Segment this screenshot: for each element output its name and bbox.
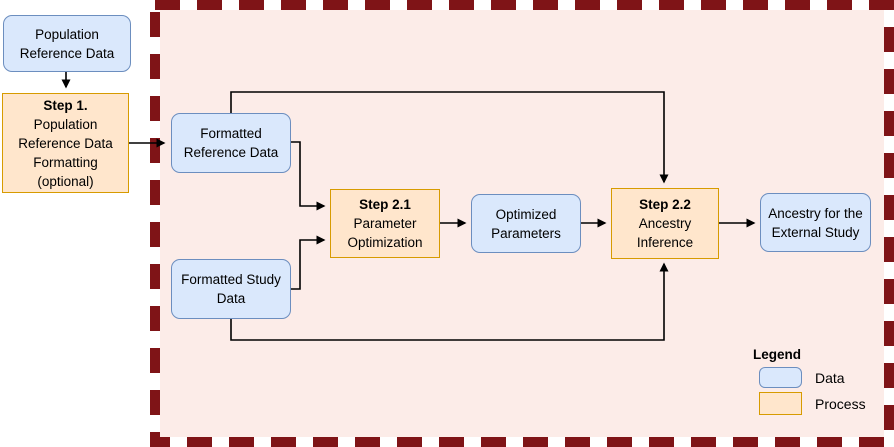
node-step-2-1: Step 2.1 Parameter Optimization (330, 189, 440, 258)
legend-item-data: Data (753, 367, 866, 388)
step-1-title: Step 1. (43, 97, 88, 113)
node-step-1: Step 1. Population Reference Data Format… (2, 93, 129, 193)
edge-formatted-reference-to-step21 (291, 141, 326, 211)
node-formatted-reference-data: Formatted Reference Data (171, 113, 291, 173)
node-population-reference-data: Population Reference Data (3, 15, 131, 72)
node-ancestry-for-external-study: Ancestry for the External Study (760, 193, 871, 252)
legend-item-process: Process (753, 392, 866, 415)
legend-title: Legend (753, 347, 802, 362)
node-formatted-study-data: Formatted Study Data (171, 259, 291, 319)
edge-formatted-study-to-step22-bottom (230, 262, 669, 341)
step-1-body: Population Reference Data Formatting (op… (18, 116, 113, 189)
edge-formatted-reference-to-step22-top (230, 91, 669, 184)
step-2-1-title: Step 2.1 (359, 197, 411, 212)
legend-process-label: Process (815, 395, 866, 412)
legend: Legend Data Process (753, 347, 866, 419)
step-2-2-title: Step 2.2 (639, 197, 691, 212)
legend-data-swatch (759, 367, 802, 388)
step-2-1-body: Parameter Optimization (347, 216, 423, 250)
pipeline-boundary-dashed-border (150, 0, 894, 447)
node-step-2-2: Step 2.2 Ancestry Inference (611, 188, 719, 259)
legend-data-label: Data (815, 369, 845, 386)
step-2-2-body: Ancestry Inference (636, 216, 694, 250)
node-optimized-parameters: Optimized Parameters (471, 194, 581, 253)
legend-process-swatch (759, 392, 802, 415)
edge-formatted-study-to-step21 (291, 235, 326, 290)
